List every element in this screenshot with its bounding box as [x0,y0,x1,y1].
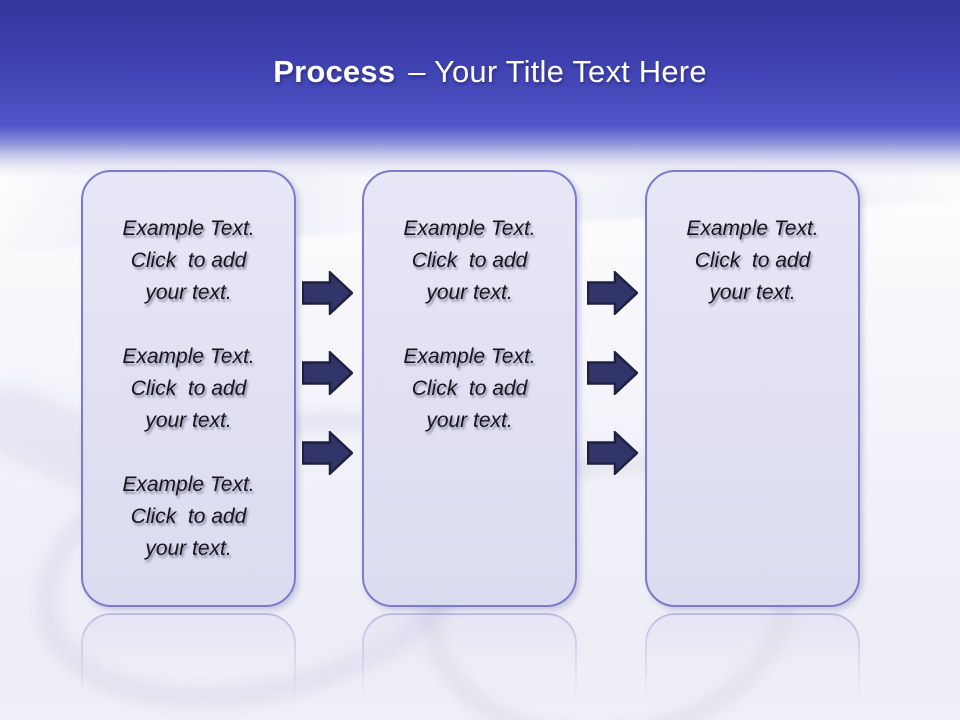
right-arrow-icon [302,351,353,395]
placeholder-text[interactable]: Example Text. Click to add your text. [122,345,255,432]
box-reflection [362,613,577,718]
placeholder-text[interactable]: Example Text. Click to add your text. [403,217,536,304]
slide-title-keyword: Process [273,54,396,89]
process-box-2[interactable]: Example Text. Click to add your text. Ex… [362,170,577,607]
right-arrow-icon [587,351,638,395]
process-box-3[interactable]: Example Text. Click to add your text. [645,170,860,607]
right-arrow-icon [302,271,353,315]
box-reflection [81,613,296,718]
slide-title-subtitle: – Your Title Text Here [408,54,707,89]
right-arrow-icon [587,431,638,475]
box-reflection [645,613,860,718]
slide-title: Process – Your Title Text Here [10,54,960,90]
process-box-1[interactable]: Example Text. Click to add your text. Ex… [81,170,296,607]
placeholder-text[interactable]: Example Text. Click to add your text. [686,217,819,304]
right-arrow-icon [587,271,638,315]
placeholder-text[interactable]: Example Text. Click to add your text. [122,473,255,560]
placeholder-text[interactable]: Example Text. Click to add your text. [122,217,255,304]
placeholder-text[interactable]: Example Text. Click to add your text. [403,345,536,432]
right-arrow-icon [302,431,353,475]
